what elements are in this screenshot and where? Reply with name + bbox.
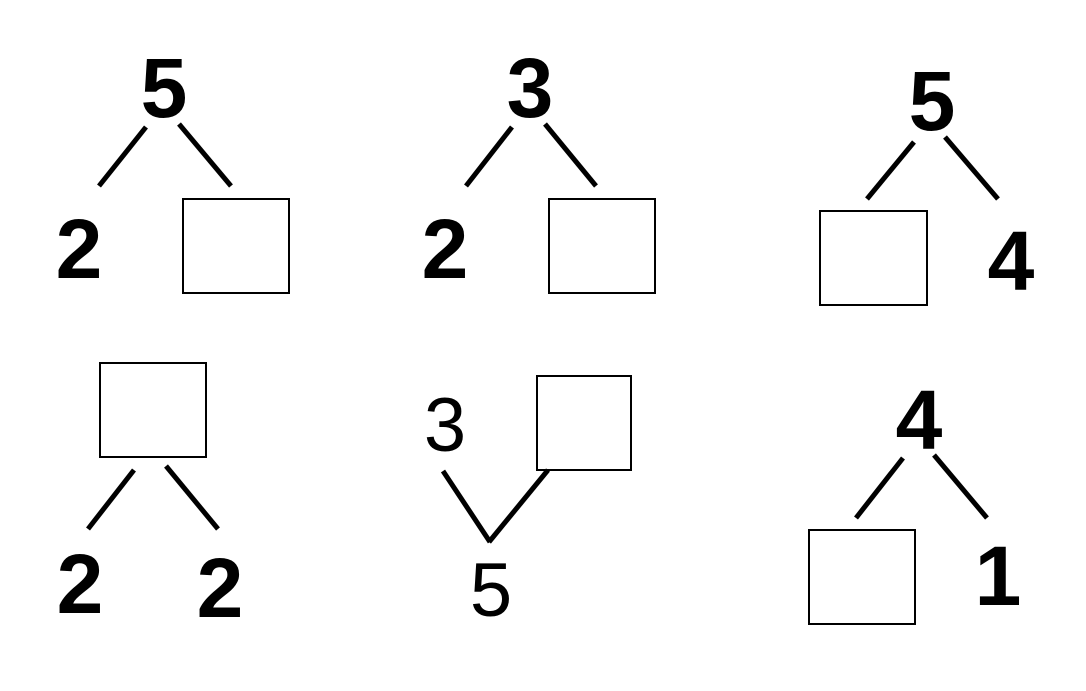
number-bond-2: 3 2 [422,41,656,296]
bond-1-right-branch [177,122,233,188]
bond-6-right-part: 1 [975,529,1022,623]
bond-5-left-part: 3 [424,383,466,468]
bond-1-whole: 5 [141,41,188,135]
bond-2-left-part: 2 [422,202,469,296]
bond-3-whole: 5 [909,54,956,148]
number-bond-5: 3 5 [424,375,632,633]
number-bond-1: 5 2 [56,41,290,296]
number-bond-6: 4 1 [808,373,1022,625]
bond-4-right-branch [164,464,220,531]
number-bond-3: 5 4 [819,54,1035,308]
bond-6-left-answer-box[interactable] [808,529,916,625]
bond-2-right-answer-box[interactable] [548,198,656,294]
bond-4-whole-answer-box[interactable] [99,362,207,458]
bond-2-right-branch [543,122,598,188]
bond-3-left-answer-box[interactable] [819,210,928,306]
bond-4-right-part: 2 [197,541,244,635]
bond-1-left-part: 2 [56,202,103,296]
bond-1-left-branch [97,125,148,188]
bond-3-right-branch [943,135,1000,201]
bond-3-left-branch [865,140,916,201]
bond-2-whole: 3 [507,41,554,135]
bond-3-right-part: 4 [988,214,1035,308]
bond-5-left-branch [440,469,493,544]
number-bond-4: 2 2 [57,362,244,635]
bond-5-right-branch [487,468,550,544]
bond-2-left-branch [464,125,514,188]
bond-6-right-branch [932,453,989,520]
bond-4-left-branch [86,468,136,531]
bond-6-left-branch [854,456,905,520]
bond-5-right-answer-box[interactable] [536,375,632,471]
bond-1-right-answer-box[interactable] [182,198,290,294]
bond-4-left-part: 2 [57,537,104,631]
bond-5-whole: 5 [470,548,512,633]
bond-6-whole: 4 [896,373,943,467]
